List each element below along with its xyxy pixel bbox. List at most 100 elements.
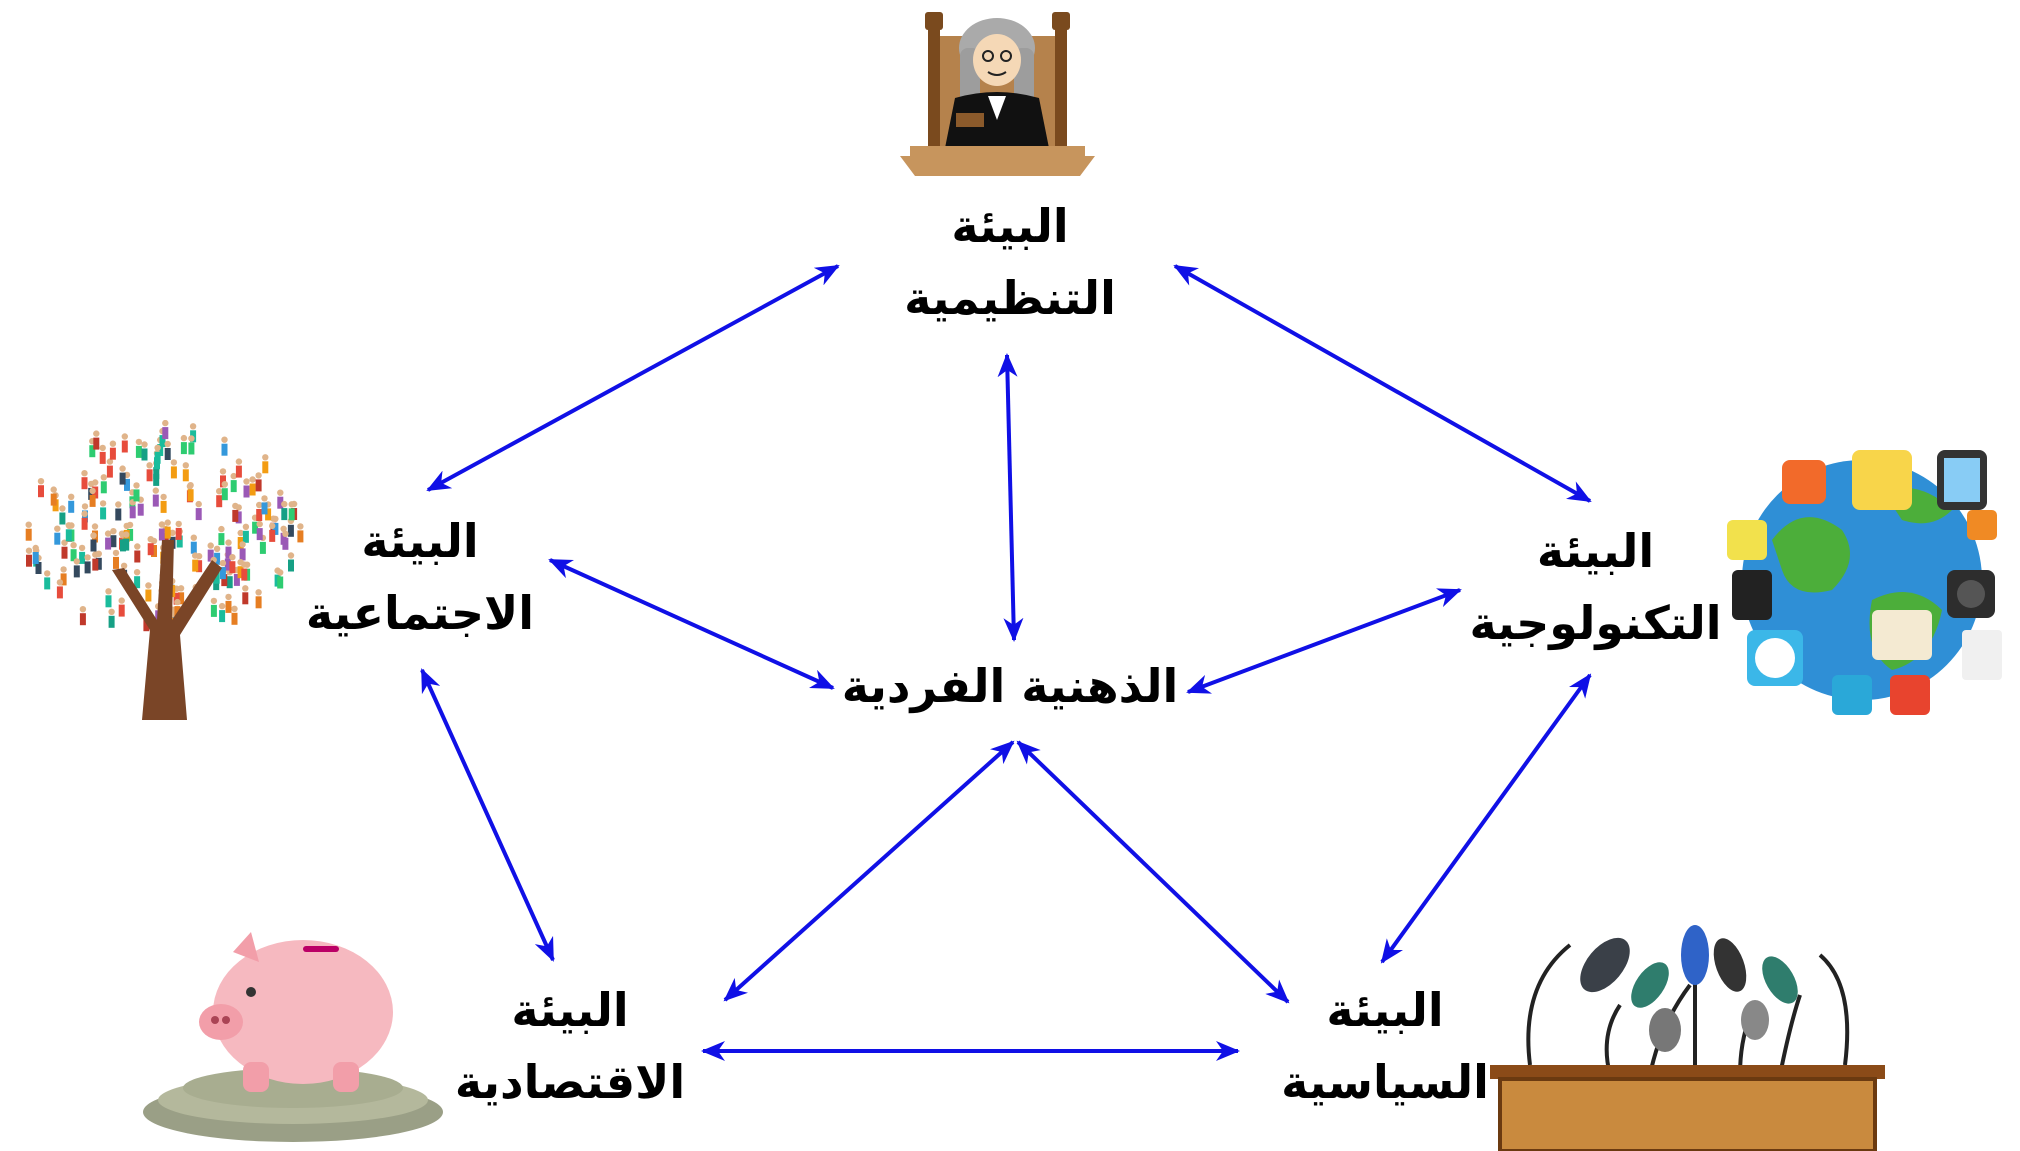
- arrow-individual-political: [1016, 740, 1290, 1004]
- person-figure: [124, 478, 130, 491]
- person-head: [241, 561, 248, 568]
- node-regulatory-line2: التنظيمية: [904, 271, 1116, 325]
- person-head: [219, 468, 227, 475]
- person-head: [44, 570, 51, 577]
- person-head: [145, 582, 152, 589]
- person-head: [70, 542, 77, 549]
- person-figure: [229, 561, 236, 574]
- person-figure: [255, 596, 262, 609]
- person-head: [235, 458, 243, 465]
- person-head: [190, 534, 197, 541]
- person-figure: [105, 595, 112, 608]
- person-figure: [196, 560, 203, 573]
- person-head: [89, 487, 96, 495]
- node-technological-line2: التكنولوجية: [1469, 596, 1722, 650]
- person-figure: [95, 557, 102, 570]
- node-social-line1: البيئة: [361, 514, 479, 568]
- person-figure: [252, 521, 259, 534]
- arrow-individual-economic: [723, 740, 1015, 1002]
- node-political-line2: السياسية: [1281, 1055, 1489, 1109]
- person-figure: [123, 538, 130, 551]
- person-figure: [100, 481, 107, 494]
- person-figure: [231, 612, 238, 625]
- person-figure: [99, 451, 106, 464]
- person-figure: [162, 427, 169, 440]
- person-figure: [158, 528, 165, 541]
- person-head: [221, 481, 228, 488]
- person-head: [162, 420, 169, 427]
- arrow-technological-individual: [1186, 588, 1462, 694]
- person-figure: [153, 473, 160, 486]
- person-figure: [134, 550, 141, 563]
- person-figure: [25, 528, 32, 541]
- person-head: [262, 454, 269, 461]
- person-head: [105, 588, 112, 595]
- person-head: [92, 551, 99, 558]
- person-figure: [120, 539, 126, 552]
- person-figure: [237, 566, 244, 579]
- person-head: [170, 459, 178, 466]
- person-figure: [154, 451, 161, 464]
- person-figure: [129, 506, 136, 519]
- person-head: [160, 493, 167, 501]
- person-head: [269, 522, 276, 530]
- person-figure: [93, 437, 100, 450]
- person-head: [195, 500, 202, 508]
- person-head: [81, 470, 88, 477]
- person-figure: [147, 543, 154, 556]
- person-figure: [70, 549, 77, 562]
- person-head: [261, 495, 268, 502]
- person-head: [192, 552, 199, 559]
- person-head: [158, 521, 166, 528]
- arrow-technological-political: [1380, 673, 1592, 964]
- person-figure: [180, 442, 187, 455]
- person-head: [280, 525, 287, 532]
- person-head: [297, 523, 304, 530]
- person-figure: [81, 517, 88, 530]
- person-head: [232, 502, 239, 510]
- person-figure: [68, 500, 75, 513]
- person-figure: [226, 576, 233, 589]
- person-figure: [182, 469, 189, 482]
- person-head: [221, 436, 228, 443]
- person-head: [73, 558, 80, 565]
- person-head: [59, 505, 66, 512]
- node-regulatory-environment: البيئة التنظيمية: [895, 190, 1125, 334]
- person-figure: [135, 445, 142, 458]
- person-head: [225, 593, 232, 601]
- person-figure: [225, 546, 232, 559]
- person-figure: [213, 578, 220, 591]
- person-figure: [277, 496, 284, 509]
- person-figure: [232, 509, 239, 522]
- person-figure: [265, 508, 272, 521]
- node-social-environment: البيئة الاجتماعية: [295, 505, 545, 649]
- person-figure: [242, 530, 249, 543]
- person-head: [54, 525, 61, 532]
- person-head: [109, 440, 117, 447]
- person-head: [90, 532, 97, 539]
- person-head: [182, 462, 189, 469]
- person-figure: [143, 619, 150, 632]
- arrow-regulatory-social: [426, 264, 840, 492]
- person-head: [169, 529, 176, 536]
- person-figure: [221, 443, 228, 456]
- person-head: [99, 500, 107, 507]
- person-figure: [233, 573, 240, 586]
- person-figure: [118, 604, 125, 617]
- person-figure: [79, 613, 86, 626]
- person-figure: [175, 527, 182, 540]
- person-head: [134, 543, 141, 550]
- person-figure: [224, 558, 231, 571]
- person-figure: [207, 549, 214, 562]
- person-head: [123, 531, 130, 538]
- person-head: [272, 515, 279, 523]
- person-figure: [109, 447, 116, 460]
- person-head: [81, 503, 89, 510]
- person-figure: [100, 507, 107, 520]
- person-figure: [243, 485, 250, 498]
- person-head: [25, 521, 32, 528]
- person-head: [32, 544, 39, 552]
- person-figure: [230, 480, 237, 493]
